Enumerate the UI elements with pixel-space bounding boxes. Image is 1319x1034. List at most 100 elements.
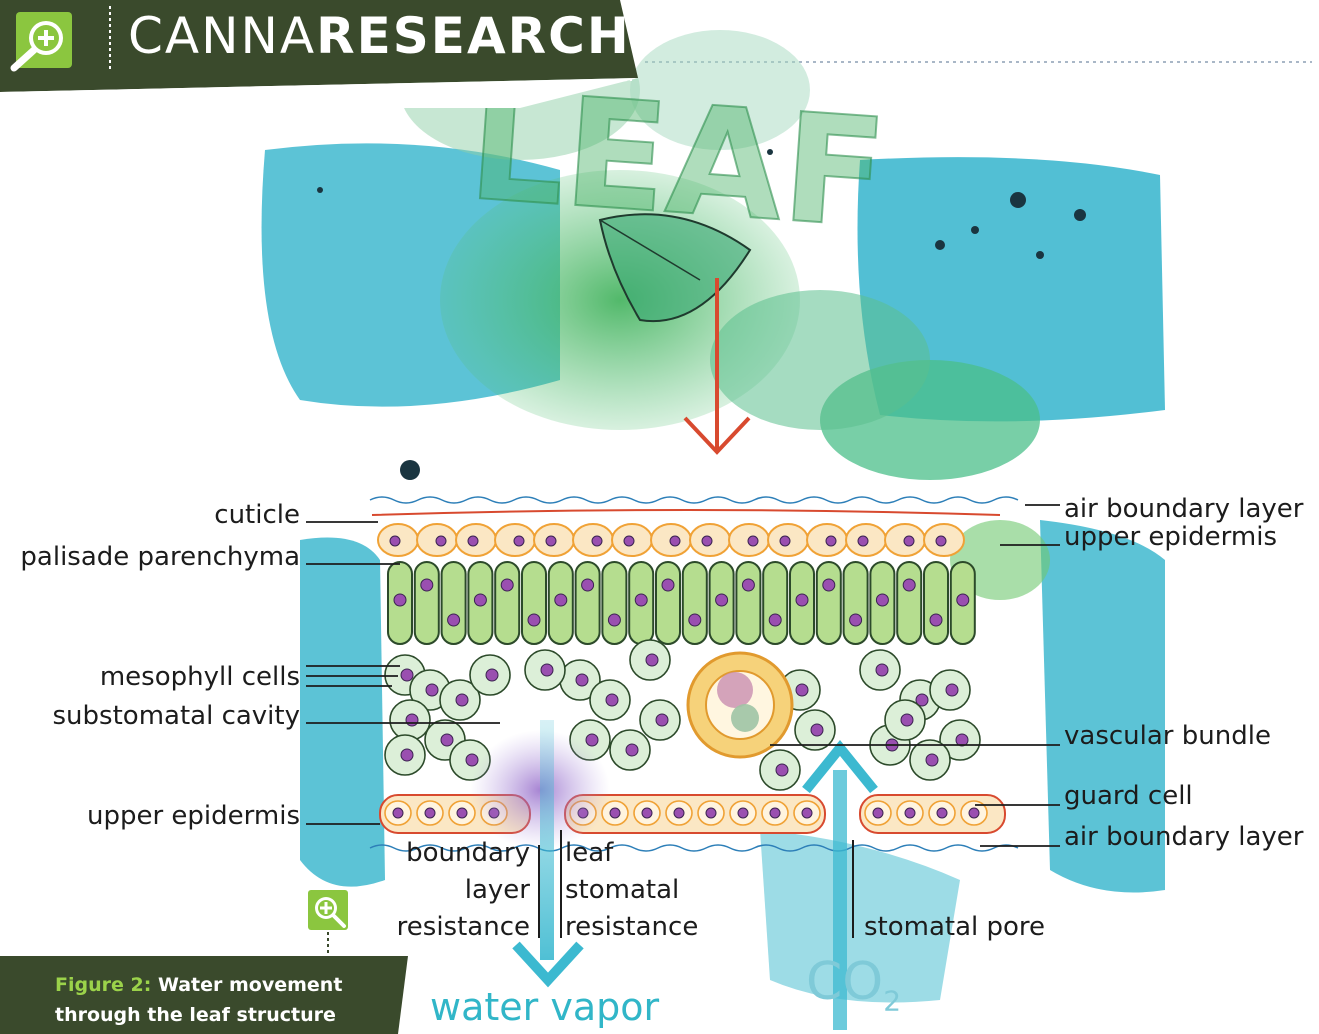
cell-nucleus xyxy=(742,579,754,591)
cell-nucleus xyxy=(448,614,460,626)
cell-nucleus xyxy=(796,594,808,606)
figure-title-line1: Water movement xyxy=(158,974,342,996)
cell-nucleus xyxy=(610,808,620,818)
cell-nucleus xyxy=(702,536,712,546)
label-resistance-stomatal: resistance xyxy=(565,912,698,942)
cell-nucleus xyxy=(425,808,435,818)
cell-nucleus xyxy=(626,744,638,756)
label-air-boundary-bottom: air boundary layer xyxy=(1064,822,1303,852)
cell-nucleus xyxy=(716,594,728,606)
palisade-cell xyxy=(495,562,519,644)
cell-nucleus xyxy=(656,714,668,726)
cell-nucleus xyxy=(401,749,413,761)
cell-nucleus xyxy=(689,614,701,626)
cell-nucleus xyxy=(474,594,486,606)
palisade-cell xyxy=(656,562,680,644)
label-leaf: leaf xyxy=(565,838,613,868)
cell-nucleus xyxy=(946,684,958,696)
label-air-boundary-top: air boundary layer xyxy=(1064,494,1303,524)
cell-nucleus xyxy=(776,764,788,776)
label-upper-epidermis-bottom: upper epidermis xyxy=(87,801,300,831)
cell-nucleus xyxy=(826,536,836,546)
cell-nucleus xyxy=(646,654,658,666)
cell-nucleus xyxy=(662,579,674,591)
cell-nucleus xyxy=(969,808,979,818)
cell-nucleus xyxy=(546,536,556,546)
label-co2: CO2 xyxy=(806,952,901,1031)
palisade-cell xyxy=(522,562,546,644)
cell-nucleus xyxy=(441,734,453,746)
caption-zoom-icon[interactable] xyxy=(308,890,348,930)
label-layer: layer xyxy=(465,875,530,905)
palisade-cell xyxy=(683,562,707,644)
cell-nucleus xyxy=(514,536,524,546)
label-stomatal: stomatal xyxy=(565,875,679,905)
cell-nucleus xyxy=(780,536,790,546)
cell-nucleus xyxy=(936,536,946,546)
cell-nucleus xyxy=(903,579,915,591)
palisade-cell xyxy=(736,562,760,644)
cell-nucleus xyxy=(957,594,969,606)
cell-nucleus xyxy=(770,808,780,818)
cell-nucleus xyxy=(873,808,883,818)
figure-label: Figure 2: xyxy=(55,974,151,996)
cell-nucleus xyxy=(926,754,938,766)
cell-nucleus xyxy=(674,808,684,818)
zoom-plus-icon xyxy=(8,10,76,72)
figure-title-line2: through the leaf structure xyxy=(55,1004,336,1026)
cell-nucleus xyxy=(401,669,413,681)
palisade-cell xyxy=(897,562,921,644)
cell-nucleus xyxy=(606,694,618,706)
cell-nucleus xyxy=(592,536,602,546)
cell-nucleus xyxy=(635,594,647,606)
cell-nucleus xyxy=(466,754,478,766)
cell-nucleus xyxy=(393,808,403,818)
cell-nucleus xyxy=(706,808,716,818)
cell-nucleus xyxy=(748,536,758,546)
palisade-cell xyxy=(844,562,868,644)
cell-nucleus xyxy=(436,536,446,546)
cell-nucleus xyxy=(930,614,942,626)
brand-bold: RESEARCH xyxy=(316,7,631,65)
cell-nucleus xyxy=(876,664,888,676)
label-upper-epidermis: upper epidermis xyxy=(1064,522,1277,552)
cell-nucleus xyxy=(858,536,868,546)
label-palisade-parenchyma: palisade parenchyma xyxy=(20,542,300,572)
caption-dotted-connector xyxy=(326,932,330,956)
cell-nucleus xyxy=(406,714,418,726)
cell-nucleus xyxy=(501,579,513,591)
palisade-cell xyxy=(602,562,626,644)
label-vascular-bundle: vascular bundle xyxy=(1064,721,1271,751)
label-mesophyll-cells: mesophyll cells xyxy=(100,662,300,692)
label-cuticle: cuticle xyxy=(214,500,300,530)
palisade-cell xyxy=(576,562,600,644)
cell-nucleus xyxy=(738,808,748,818)
label-co2-sub: 2 xyxy=(883,984,901,1017)
cell-nucleus xyxy=(528,614,540,626)
cell-nucleus xyxy=(582,579,594,591)
cell-nucleus xyxy=(456,694,468,706)
cell-nucleus xyxy=(576,674,588,686)
cell-nucleus xyxy=(904,536,914,546)
cell-nucleus xyxy=(876,594,888,606)
cell-nucleus xyxy=(802,808,812,818)
label-co2-main: CO xyxy=(806,952,883,1012)
cell-nucleus xyxy=(457,808,467,818)
brand-wordmark: CANNARESEARCH xyxy=(128,4,631,68)
cell-nucleus xyxy=(555,594,567,606)
cell-nucleus xyxy=(642,808,652,818)
cell-nucleus xyxy=(541,664,553,676)
cell-nucleus xyxy=(421,579,433,591)
cell-nucleus xyxy=(624,536,634,546)
cell-nucleus xyxy=(905,808,915,818)
cell-nucleus xyxy=(769,614,781,626)
cell-nucleus xyxy=(670,536,680,546)
cell-nucleus xyxy=(937,808,947,818)
cell-nucleus xyxy=(468,536,478,546)
label-water-vapor: water vapor xyxy=(430,984,659,1030)
brand-light: CANNA xyxy=(128,7,316,65)
cell-nucleus xyxy=(608,614,620,626)
cell-nucleus xyxy=(426,684,438,696)
palisade-cell xyxy=(924,562,948,644)
cell-nucleus xyxy=(823,579,835,591)
